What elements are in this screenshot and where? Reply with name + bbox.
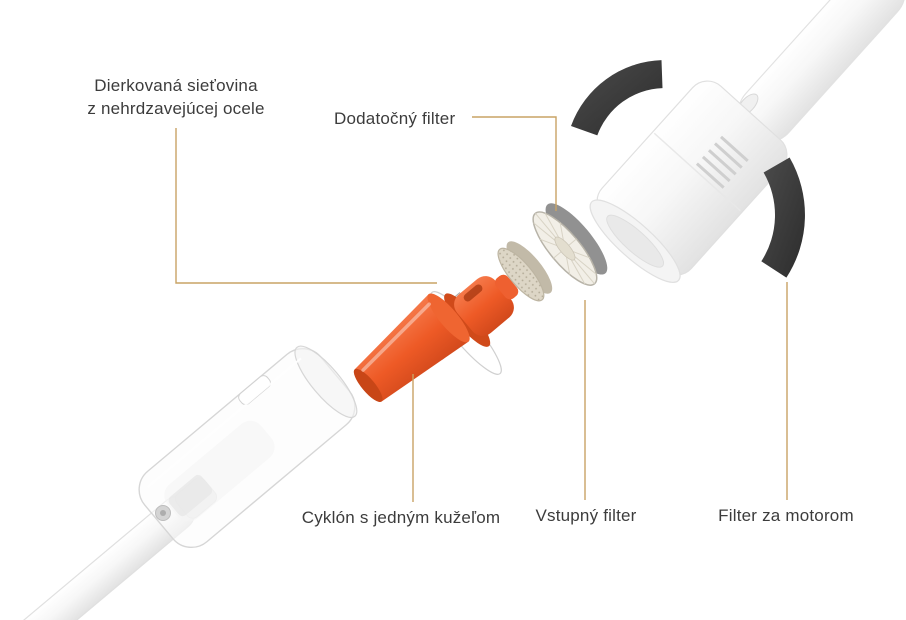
dust-container [138,345,358,549]
label-motor-filter: Filter za motorom [718,506,854,525]
release-button [155,505,171,521]
label-stainless-mesh-line2: z nehrdzavejúcej ocele [87,99,265,118]
foam-filter-strip-top [571,60,663,136]
label-inlet-filter: Vstupný filter [535,506,637,525]
label-cyclone: Cyklón s jedným kužeľom [301,508,501,527]
motor-unit [589,80,788,283]
label-stainless-mesh-line1: Dierkovaná sieťovina [94,76,258,95]
leader-line-additional-filter [472,116,557,211]
cyclone-cone [353,293,470,403]
foam-filter-strip-right [761,157,805,278]
additional-filter-disc [532,203,608,286]
label-stainless-mesh: Dierkovaná sieťovina z nehrdzavejúcej oc… [40,74,312,120]
motor-vents [695,135,749,189]
cyclone-cap [444,274,519,347]
leader-line-mesh [175,128,437,284]
inlet-filter-disc [497,241,553,302]
label-additional-filter: Dodatočný filter [334,109,456,128]
